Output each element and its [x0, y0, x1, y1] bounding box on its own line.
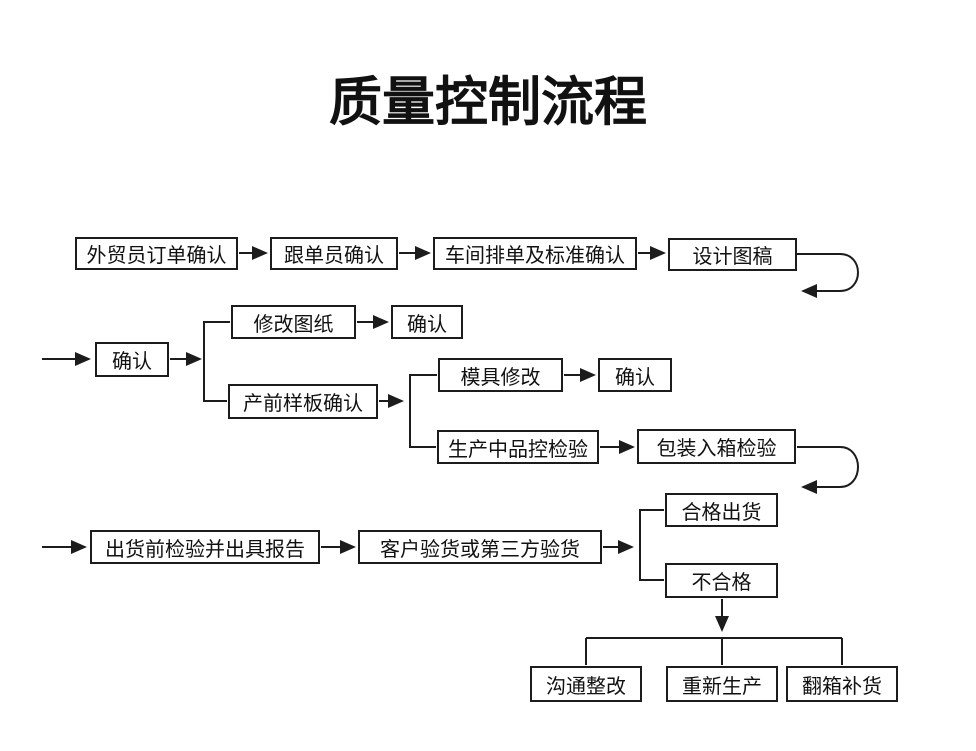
node-mold-revision: 模具修改 [438, 358, 563, 392]
branch-sample [409, 374, 437, 448]
page-title: 质量控制流程 [329, 73, 647, 132]
node-order-confirm: 外贸员订单确认 [75, 237, 238, 270]
branch-result [639, 509, 664, 581]
node-qualified-ship: 合格出货 [665, 493, 778, 527]
node-design-draft: 设计图稿 [668, 238, 797, 271]
node-preshipment-inspection: 出货前检验并出具报告 [90, 530, 320, 564]
node-confirm-3: 确认 [598, 358, 672, 392]
node-repack-replenish: 翻箱补货 [786, 666, 898, 702]
node-workshop-schedule: 车间排单及标准确认 [433, 237, 637, 270]
node-confirm-2: 确认 [391, 305, 463, 339]
node-reproduce: 重新生产 [666, 666, 778, 702]
node-customer-inspection: 客户验货或第三方验货 [358, 530, 602, 564]
node-confirm-1: 确认 [95, 342, 169, 377]
branch-confirm1 [203, 321, 230, 402]
wrap-arrow-packing-to-preshipment [797, 446, 859, 494]
node-merchandiser-confirm: 跟单员确认 [270, 237, 398, 270]
node-unqualified: 不合格 [665, 563, 778, 598]
node-inprocess-qc: 生产中品控检验 [437, 430, 599, 464]
node-revise-drawing: 修改图纸 [231, 305, 356, 339]
wrap-arrow-design-to-confirm [797, 253, 859, 298]
node-packing-inspection: 包装入箱检验 [637, 429, 796, 464]
node-communicate-rectify: 沟通整改 [530, 666, 642, 702]
node-preproduction-sample: 产前样板确认 [228, 384, 378, 419]
